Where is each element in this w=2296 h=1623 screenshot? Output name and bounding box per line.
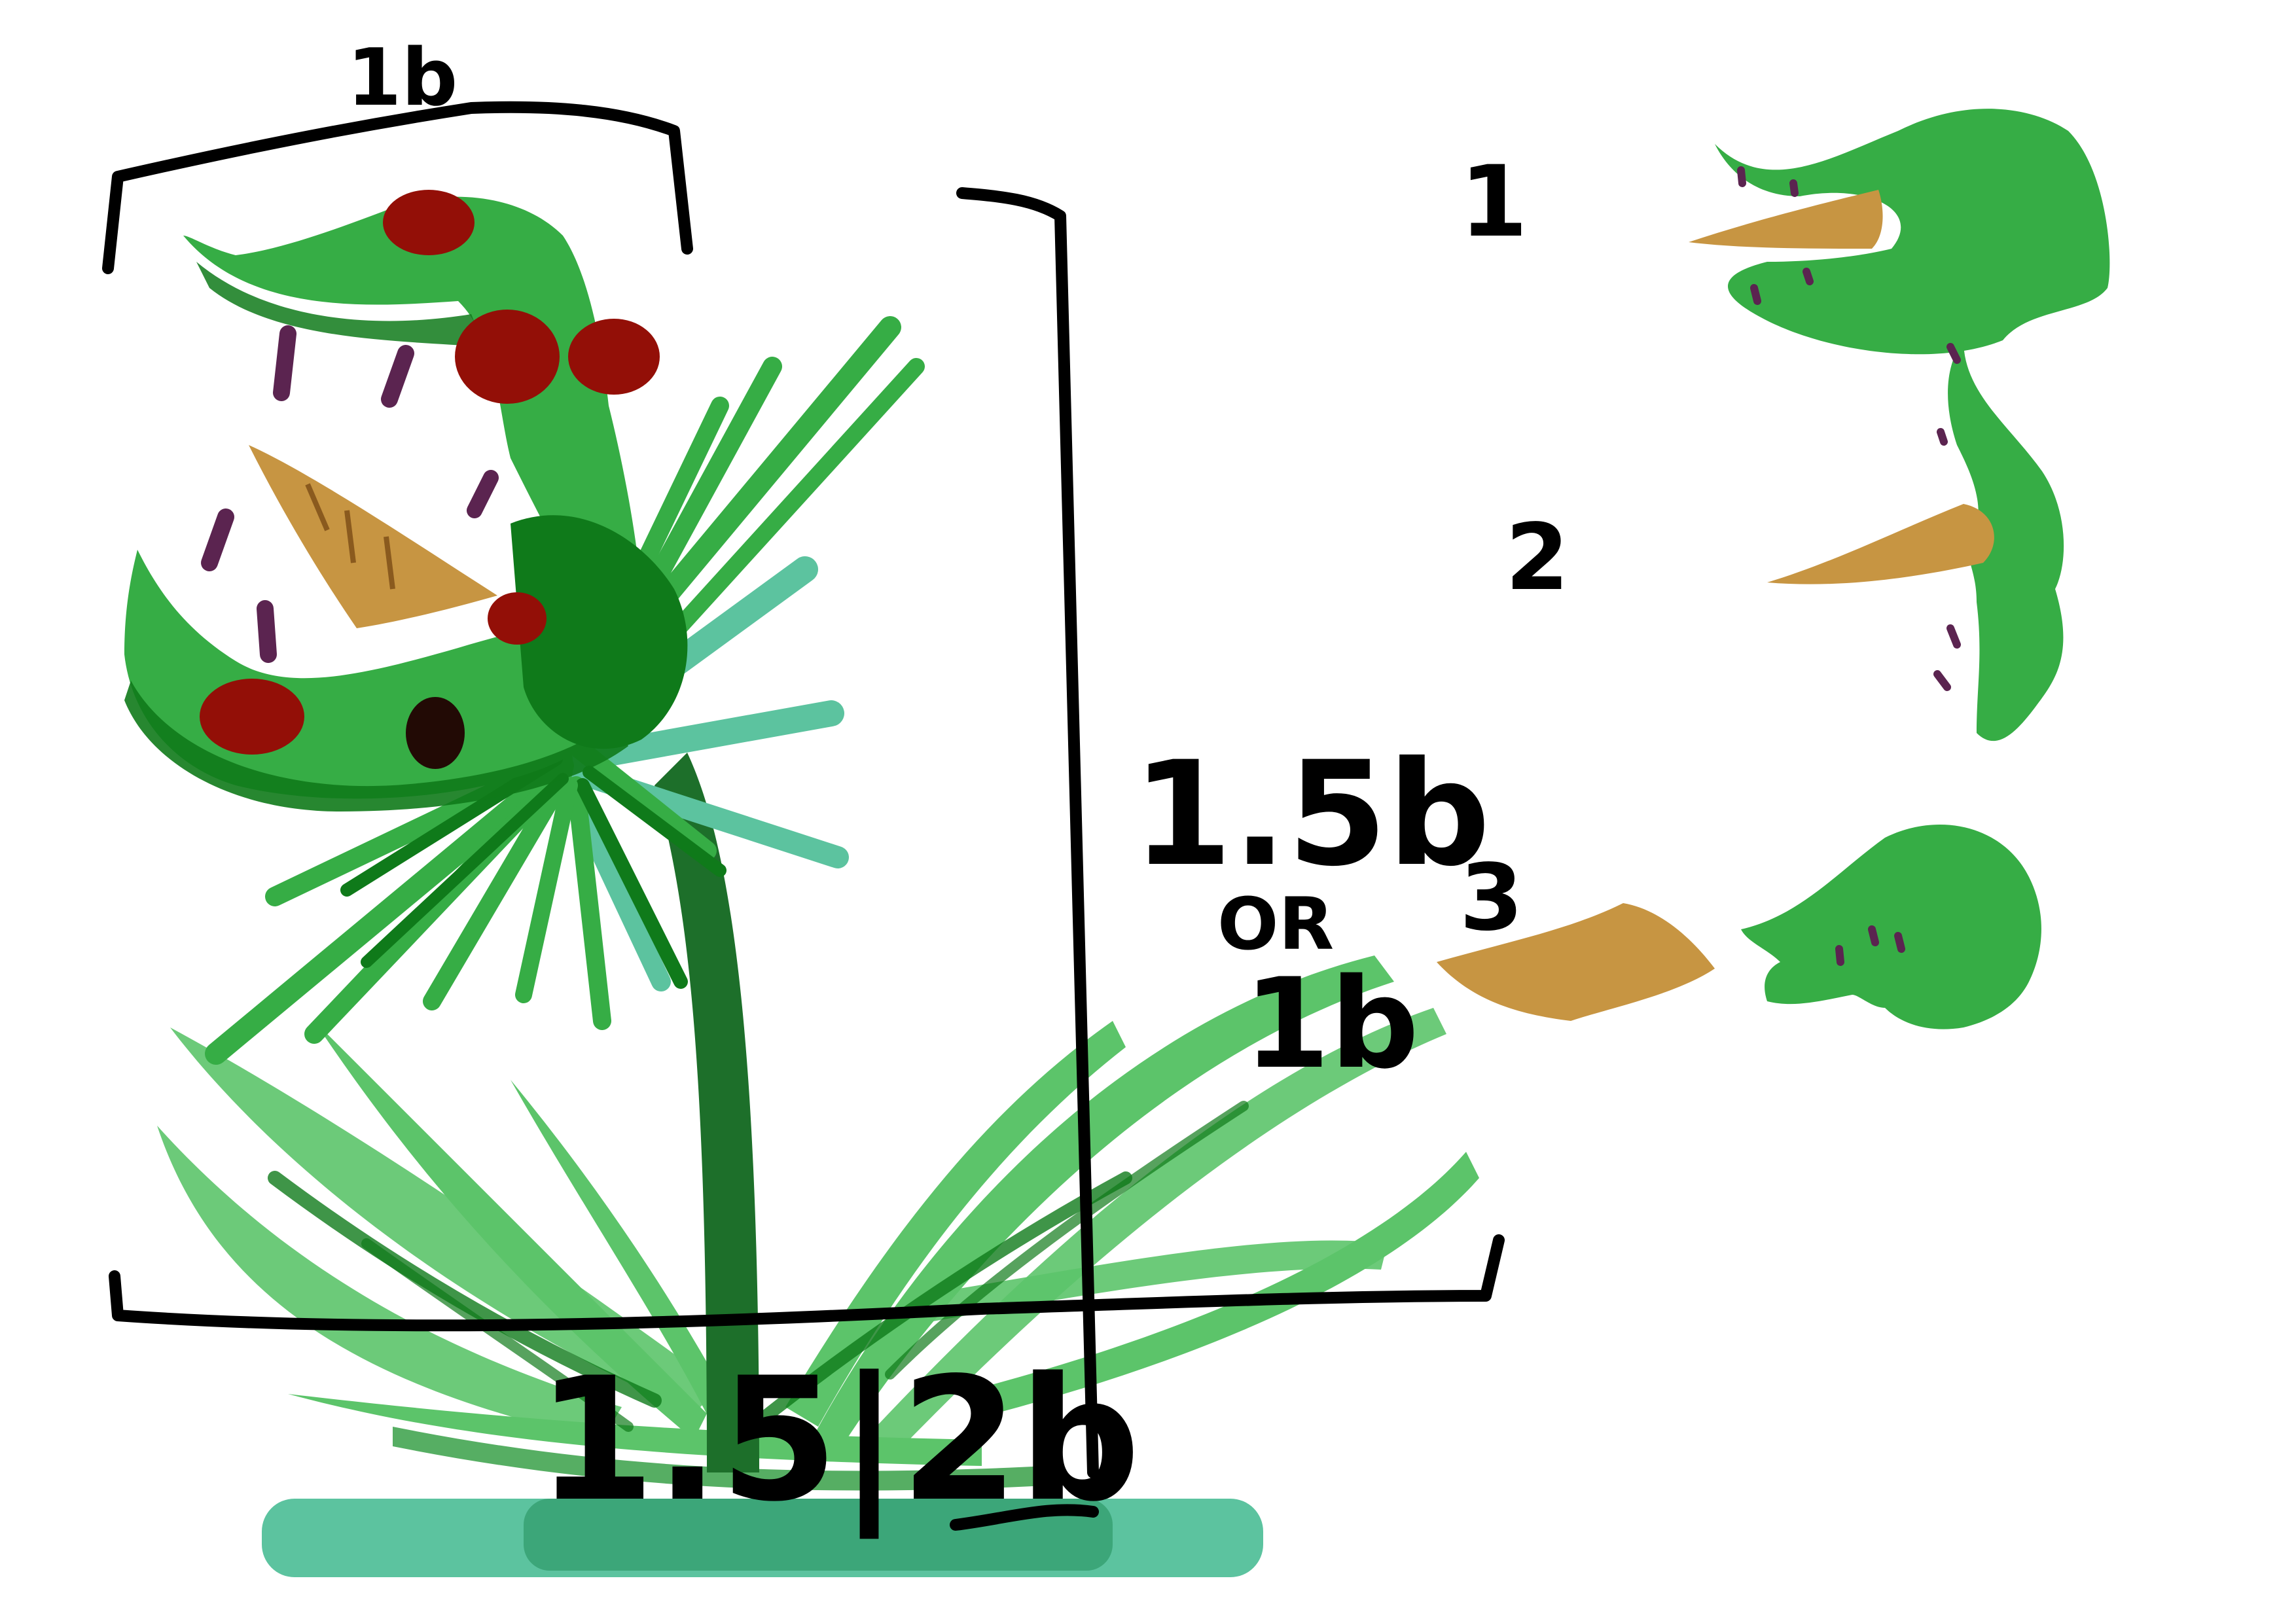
head-variant-2 xyxy=(1767,340,2064,741)
label-step-1: 1 xyxy=(1460,145,1528,259)
label-width-bottom: 1.5|2b xyxy=(537,1342,1141,1541)
base-leaves xyxy=(157,955,1479,1491)
label-step-3: 3 xyxy=(1460,845,1523,952)
stem xyxy=(655,753,759,1472)
label-height-alt: 1b xyxy=(1244,952,1419,1096)
label-width-top: 1b xyxy=(347,33,457,124)
label-height-side: 1.5b xyxy=(1132,730,1490,898)
head-variant-3 xyxy=(1437,825,2041,1029)
head-variant-1 xyxy=(1689,109,2110,355)
measure-brackets xyxy=(102,101,1505,1531)
flytrap-head xyxy=(124,190,688,812)
label-or: OR xyxy=(1217,882,1334,966)
handwritten-labels: 1b 1.5b OR 1b 1.5|2b 1 2 3 xyxy=(347,33,1569,1541)
label-step-2: 2 xyxy=(1505,505,1569,611)
ice-cream-cone xyxy=(249,445,497,628)
